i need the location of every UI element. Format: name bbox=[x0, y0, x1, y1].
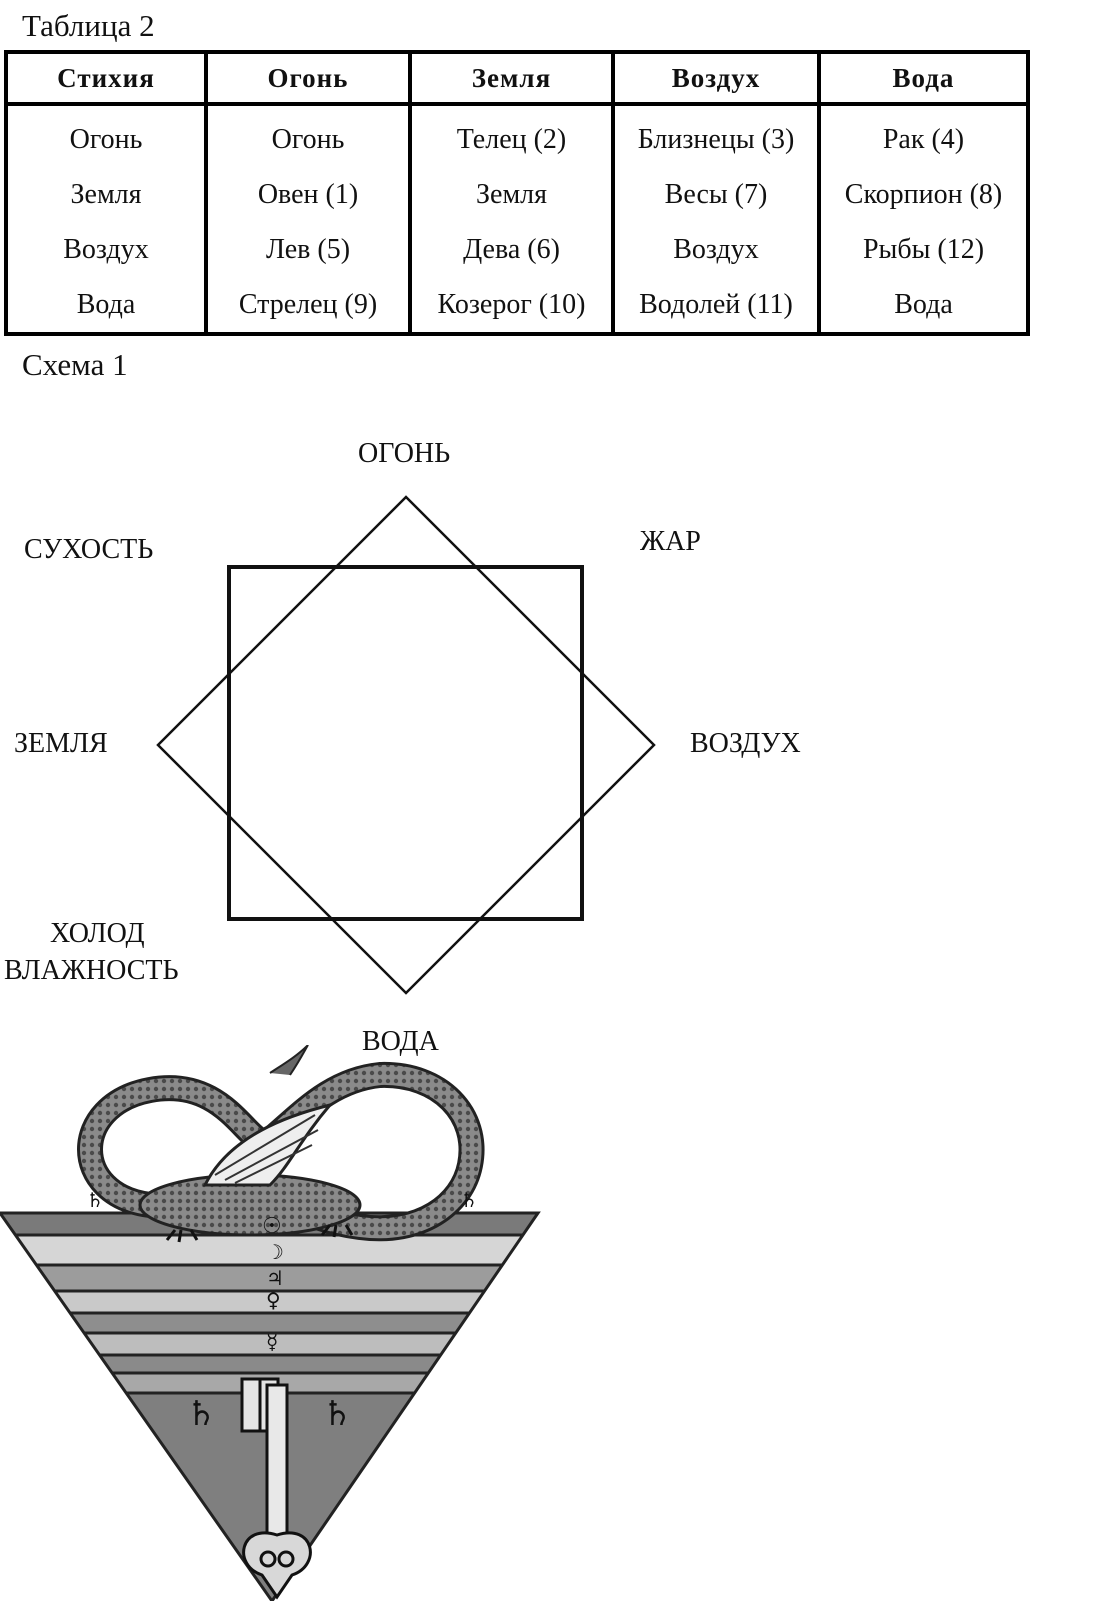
table-cell: Лев (5) bbox=[204, 222, 412, 277]
saturn-symbol-right: ♄ bbox=[322, 1394, 352, 1434]
table-cell: Воздух bbox=[611, 222, 821, 277]
label-cold: ХОЛОД bbox=[50, 918, 145, 949]
table-cell: Овен (1) bbox=[204, 167, 412, 222]
elements-diagram bbox=[156, 495, 656, 995]
table-cell: Близнецы (3) bbox=[611, 104, 821, 167]
label-fire: ОГОНЬ bbox=[358, 438, 451, 469]
saturn-symbol-left: ♄ bbox=[186, 1394, 216, 1434]
table-cell: Дева (6) bbox=[408, 222, 615, 277]
venus-symbol: ♀ bbox=[266, 1288, 281, 1312]
table-header-row: Стихия Огонь Земля Воздух Вода bbox=[4, 50, 1030, 106]
moon-symbol: ☽ bbox=[266, 1240, 284, 1264]
table-cell: Огонь bbox=[204, 104, 412, 167]
table-cell: Телец (2) bbox=[408, 104, 615, 167]
table-caption: Таблица 2 bbox=[22, 8, 155, 43]
table-cell: Огонь bbox=[4, 104, 208, 167]
table-cell: Водолей (11) bbox=[611, 277, 821, 334]
table-cell: Земля bbox=[4, 167, 208, 222]
header-earth: Земля bbox=[408, 50, 615, 106]
label-moisture: ВЛАЖНОСТЬ bbox=[4, 955, 179, 986]
table-cell: Козерог (10) bbox=[408, 277, 615, 334]
dragon-icon bbox=[77, 1045, 485, 1243]
table-cell: Воздух bbox=[4, 222, 208, 277]
table-cell: Земля bbox=[408, 167, 615, 222]
header-air: Воздух bbox=[611, 50, 821, 106]
sun-symbol: ☉ bbox=[262, 1214, 282, 1239]
table-row: Огонь Огонь Телец (2) Близнецы (3) Рак (… bbox=[4, 104, 1030, 167]
label-water: ВОДА bbox=[362, 1026, 439, 1057]
saturn-symbol-left-top: ♄ bbox=[86, 1188, 104, 1212]
label-dryness: СУХОСТЬ bbox=[24, 534, 154, 565]
table-cell: Вода bbox=[817, 277, 1030, 334]
table-cell: Скорпион (8) bbox=[817, 167, 1030, 222]
table-cell: Стрелец (9) bbox=[204, 277, 412, 334]
label-air: ВОЗДУХ bbox=[690, 728, 801, 759]
table-cell: Вода bbox=[4, 277, 208, 334]
alchemical-dragon-emblem: ♄ ♄ ☉ ☽ ♃ ♀ ☿ ♄ ♄ bbox=[0, 1045, 541, 1601]
qualities-square bbox=[227, 565, 584, 921]
header-element: Стихия bbox=[4, 50, 208, 106]
label-heat: ЖАР bbox=[640, 526, 701, 557]
key-icon bbox=[240, 1377, 312, 1600]
header-fire: Огонь bbox=[204, 50, 412, 106]
header-water: Вода bbox=[817, 50, 1030, 106]
table-cell: Весы (7) bbox=[611, 167, 821, 222]
jupiter-symbol: ♃ bbox=[266, 1266, 284, 1290]
scheme-caption: Схема 1 bbox=[22, 347, 128, 382]
table-row: Земля Овен (1) Земля Весы (7) Скорпион (… bbox=[4, 167, 1030, 222]
mercury-symbol: ☿ bbox=[266, 1330, 278, 1354]
label-earth: ЗЕМЛЯ bbox=[14, 728, 108, 759]
table-cell: Рак (4) bbox=[817, 104, 1030, 167]
table-row: Воздух Лев (5) Дева (6) Воздух Рыбы (12) bbox=[4, 222, 1030, 277]
table-cell: Рыбы (12) bbox=[817, 222, 1030, 277]
elements-diamond bbox=[156, 495, 656, 995]
saturn-symbol-right-top: ♄ bbox=[460, 1188, 478, 1212]
elements-table: Стихия Огонь Земля Воздух Вода Огонь Ого… bbox=[4, 50, 1030, 336]
table-row: Вода Стрелец (9) Козерог (10) Водолей (1… bbox=[4, 277, 1030, 334]
